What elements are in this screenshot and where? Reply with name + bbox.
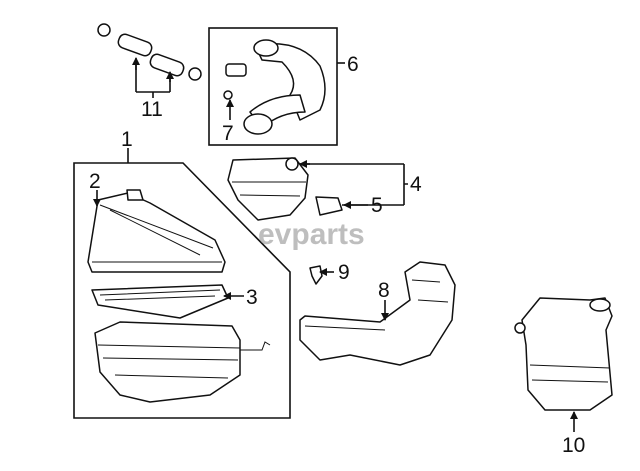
intake-hose-part	[223, 39, 326, 135]
air-cleaner-case-part	[94, 321, 271, 403]
air-cleaner-group-frame	[73, 162, 291, 419]
resonator-part	[227, 157, 309, 221]
hose-group-frame	[208, 27, 338, 146]
callout-8: 8	[378, 279, 390, 302]
air-filter-element-part	[91, 284, 229, 319]
leader-4	[300, 163, 408, 206]
watermark-text: evparts	[258, 218, 365, 251]
callout-4: 4	[410, 173, 422, 196]
callout-2: 2	[89, 170, 101, 193]
air-cleaner-cap-part	[87, 189, 226, 273]
air-duct-part	[299, 261, 456, 366]
callout-5: 5	[371, 194, 383, 217]
callout-1: 1	[121, 128, 133, 151]
callout-6: 6	[347, 53, 359, 76]
callout-9: 9	[338, 261, 350, 284]
callout-11: 11	[141, 98, 163, 121]
hose-pieces-part	[97, 23, 202, 81]
clip-part	[309, 265, 323, 285]
callout-10: 10	[562, 434, 585, 457]
bracket-clip-part	[315, 196, 343, 216]
resonator-tank-part	[514, 297, 613, 411]
callout-7: 7	[222, 122, 234, 145]
callout-3: 3	[246, 286, 258, 309]
